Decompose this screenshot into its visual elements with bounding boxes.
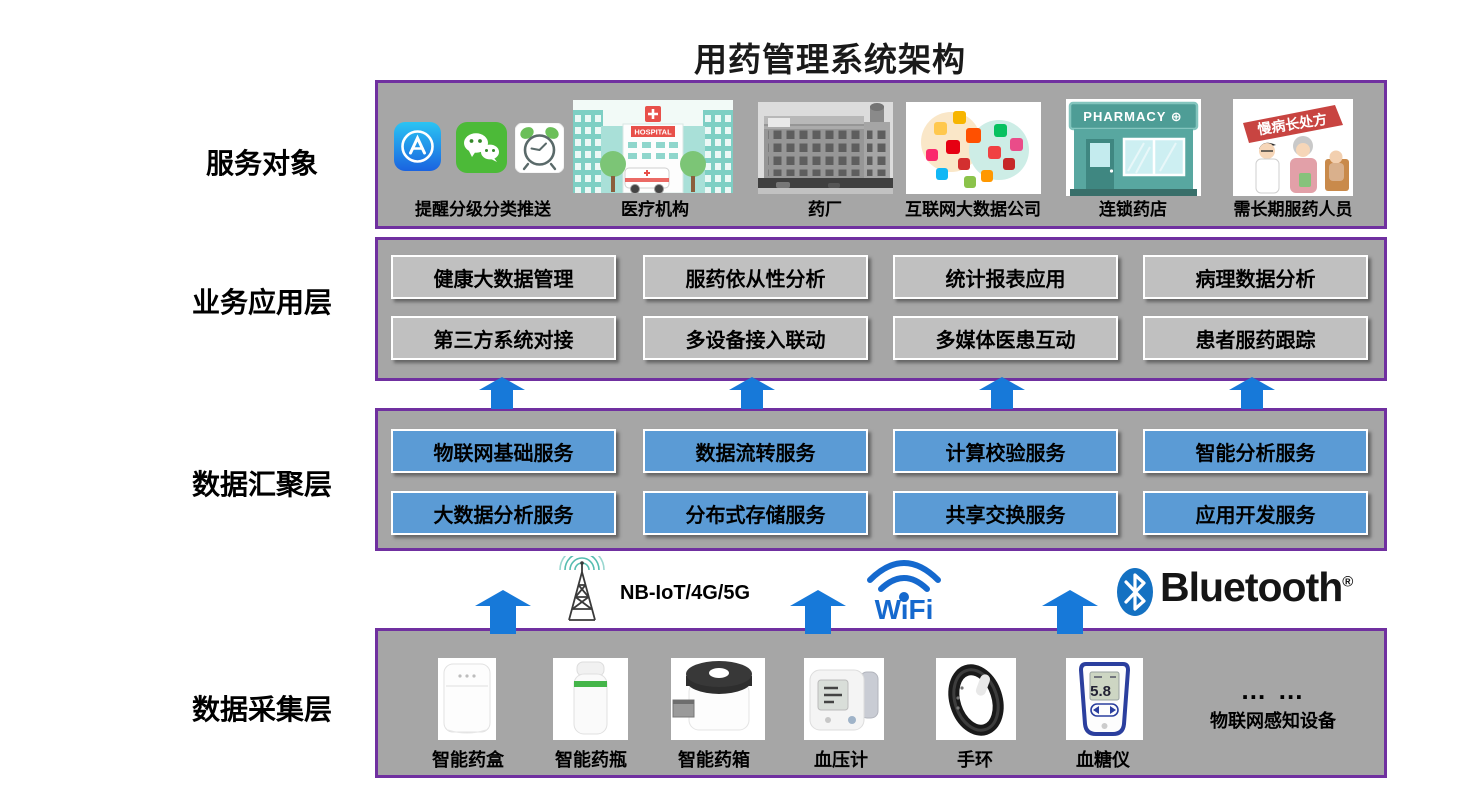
appstore-icon [394, 122, 441, 171]
pharma-factory-image [758, 102, 893, 194]
svg-text:PHARMACY ⊕: PHARMACY ⊕ [1083, 109, 1182, 124]
aggregation-box: 大数据分析服务 [391, 491, 616, 535]
up-arrow [479, 377, 525, 409]
smart-bottle-image [553, 658, 628, 740]
registered-mark: ® [1342, 573, 1353, 591]
application-box: 统计报表应用 [893, 255, 1118, 299]
aggregation-box: 计算校验服务 [893, 429, 1118, 473]
blood-pressure-monitor-image [804, 658, 884, 740]
aggregation-layer-panel: 物联网基础服务 数据流转服务 计算校验服务 智能分析服务 大数据分析服务 分布式… [375, 408, 1387, 551]
device-caption: 血压计 [814, 750, 868, 770]
wristband-image [936, 658, 1016, 740]
aggregation-box: 分布式存储服务 [643, 491, 868, 535]
device-caption: 智能药箱 [678, 750, 750, 770]
hospital-image: HOSPITAL [573, 100, 733, 193]
svg-text:WiFi: WiFi [875, 594, 934, 622]
caption-longterm: 需长期服药人员 [1233, 200, 1353, 219]
bluetooth-logo [1117, 568, 1153, 616]
application-box: 病理数据分析 [1143, 255, 1368, 299]
aggregation-box: 智能分析服务 [1143, 429, 1368, 473]
device-caption: 智能药瓶 [555, 750, 627, 770]
layer-label-aggregation: 数据汇聚层 [191, 469, 332, 500]
more-devices-ellipsis: … … [1240, 675, 1306, 705]
collection-layer-panel: 智能药盒 智能药瓶 智能药箱 血压计 [375, 628, 1387, 778]
smart-pillbox-image [438, 658, 496, 740]
up-arrow [729, 377, 775, 409]
device-caption: 血糖仪 [1076, 750, 1130, 770]
up-arrow [790, 590, 846, 634]
wifi-logo: WiFi [867, 560, 941, 622]
up-arrow [979, 377, 1025, 409]
caption-factory: 药厂 [808, 200, 842, 219]
application-box: 多媒体医患互动 [893, 316, 1118, 360]
caption-internet: 互联网大数据公司 [905, 200, 1041, 219]
caption-push: 提醒分级分类推送 [415, 200, 551, 219]
more-devices-label: 物联网感知设备 [1210, 711, 1336, 731]
aggregation-box: 共享交换服务 [893, 491, 1118, 535]
device-caption: 智能药盒 [432, 750, 504, 770]
alarm-clock-icon [515, 123, 564, 173]
wechat-icon [456, 122, 507, 173]
application-box: 多设备接入联动 [643, 316, 868, 360]
nbiot-label: NB-IoT/4G/5G [620, 582, 751, 604]
application-box: 第三方系统对接 [391, 316, 616, 360]
layer-label-service: 服务对象 [205, 148, 318, 179]
smart-medicine-box-image [671, 658, 765, 740]
caption-hospital: 医疗机构 [621, 200, 689, 219]
up-arrow [475, 590, 531, 634]
aggregation-box: 应用开发服务 [1143, 491, 1368, 535]
caption-pharmacy: 连锁药店 [1099, 200, 1167, 219]
up-arrow [1042, 590, 1098, 634]
longterm-patients-image: 慢病长处方 [1233, 99, 1353, 196]
aggregation-box: 物联网基础服务 [391, 429, 616, 473]
svg-text:5.8: 5.8 [1090, 683, 1111, 700]
pharmacy-store-image: PHARMACY ⊕ [1066, 99, 1201, 196]
device-caption: 手环 [957, 750, 993, 770]
application-box: 服药依从性分析 [643, 255, 868, 299]
layer-label-application: 业务应用层 [191, 287, 332, 318]
aggregation-box: 数据流转服务 [643, 429, 868, 473]
svg-text:HOSPITAL: HOSPITAL [634, 128, 672, 137]
service-layer-panel: 提醒分级分类推送 HOSPITAL 医疗机构 [375, 80, 1387, 229]
up-arrow [1229, 377, 1275, 409]
internet-companies-image [906, 102, 1041, 194]
bluetooth-label: Bluetooth® [1160, 564, 1353, 610]
application-box: 健康大数据管理 [391, 255, 616, 299]
page-title: 用药管理系统架构 [694, 41, 966, 78]
application-layer-panel: 健康大数据管理 服药依从性分析 统计报表应用 病理数据分析 第三方系统对接 多设… [375, 237, 1387, 381]
glucose-meter-image: 5.8 [1066, 658, 1143, 740]
layer-label-collection: 数据采集层 [191, 694, 332, 725]
application-box: 患者服药跟踪 [1143, 316, 1368, 360]
cell-tower-icon [559, 556, 605, 621]
